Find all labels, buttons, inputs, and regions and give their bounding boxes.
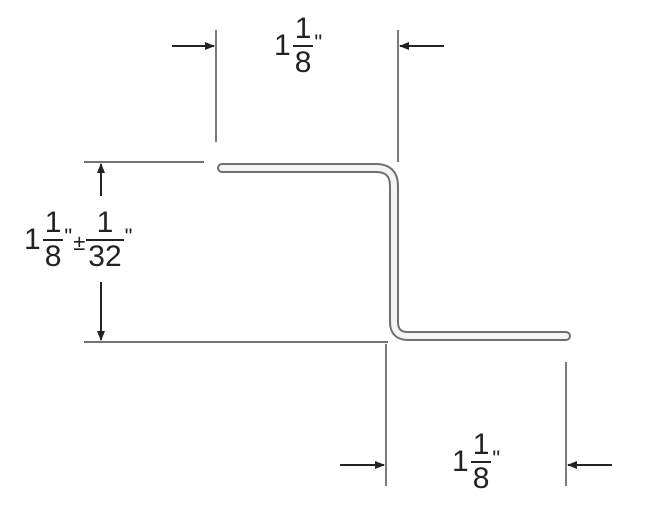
bottom-flange-unit: ": [492, 446, 501, 471]
top-flange-fraction-bar: [292, 45, 314, 47]
bottom-flange-numerator: 1: [472, 428, 490, 461]
height-tolerance-fraction: 1 32: [86, 206, 124, 273]
top-flange-denominator: 8: [294, 46, 312, 79]
height-dimension: [84, 161, 388, 343]
bottom-flange-whole: 1: [452, 445, 469, 478]
height-tolerance-fraction-bar: [86, 239, 124, 241]
bottom-flange-denominator: 8: [472, 462, 490, 495]
top-flange-numerator: 1: [294, 12, 312, 45]
bottom-flange-label: 1 1 8 ": [452, 430, 500, 494]
height-tolerance-numerator: 1: [96, 206, 114, 239]
top-flange-label: 1 1 8 ": [274, 14, 322, 78]
height-fraction-bar: [42, 239, 64, 241]
z-bar-fill: [219, 165, 569, 339]
height-tolerance-sign: ±: [73, 230, 86, 255]
height-whole: 1: [24, 223, 41, 256]
height-label: 1 1 8 " ± 1 32 ": [24, 208, 132, 272]
height-denominator: 8: [44, 240, 62, 273]
height-tolerance-unit: ": [124, 224, 133, 249]
bottom-flange-dimension: [340, 344, 612, 486]
height-fraction: 1 8: [42, 206, 64, 273]
top-flange-fraction: 1 8: [292, 12, 314, 79]
height-numerator: 1: [44, 206, 62, 239]
top-flange-whole: 1: [274, 29, 291, 62]
bottom-flange-fraction-bar: [470, 461, 492, 463]
height-tolerance-denominator: 32: [88, 240, 122, 273]
height-unit: ": [64, 224, 73, 249]
top-flange-unit: ": [314, 30, 323, 55]
bottom-flange-fraction: 1 8: [470, 428, 492, 495]
top-flange-dimension: [172, 30, 444, 162]
z-bar-profile: [217, 163, 571, 341]
